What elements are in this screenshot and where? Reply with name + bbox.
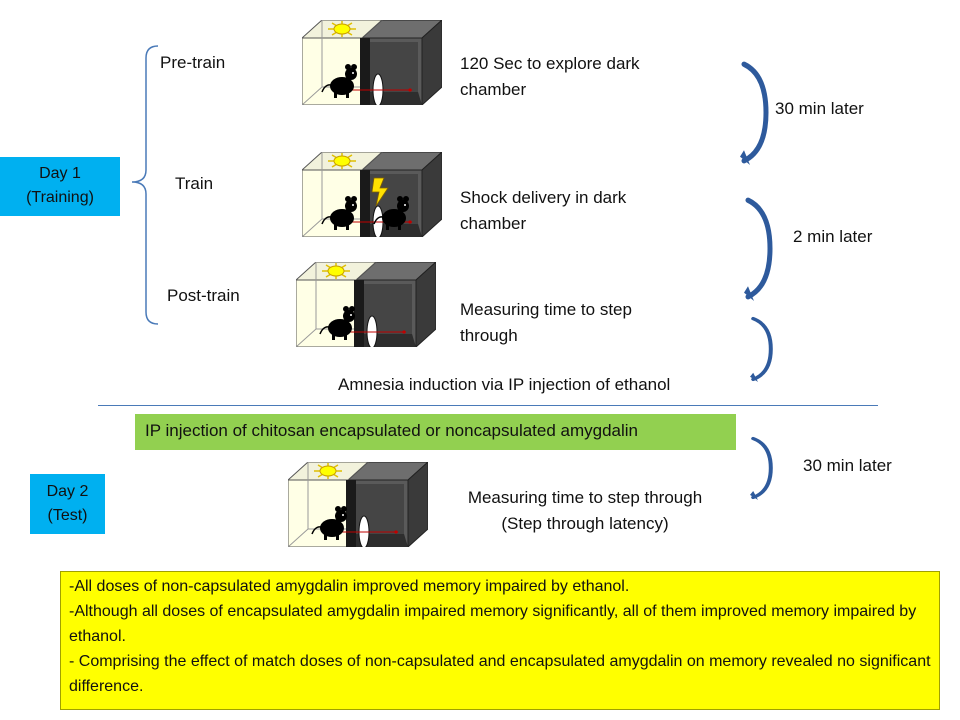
day-divider [98, 405, 878, 406]
phase-train: Train [175, 174, 214, 193]
phase-pretrain: Pre-train [160, 53, 226, 72]
lightning-icon [371, 177, 389, 207]
day2-subtitle: (Test) [47, 507, 88, 524]
day1-subtitle: (Training) [26, 189, 94, 206]
day2-box: Day 2 (Test) [30, 474, 105, 534]
day1-box: Day 1 (Training) [0, 157, 120, 216]
amnesia-label: Amnesia induction via IP injection of et… [338, 375, 671, 394]
apparatus-posttrain [296, 262, 436, 347]
apparatus-pretrain [302, 20, 442, 105]
desc-train: Shock delivery in dark chamber [460, 188, 627, 233]
desc-test-line2: (Step through latency) [501, 514, 669, 533]
desc-pretrain: 120 Sec to explore dark chamber [460, 54, 640, 99]
interval-arrow-4 [750, 436, 773, 500]
apparatus-test [288, 462, 428, 547]
injection-bar: IP injection of chitosan encapsulated or… [135, 414, 736, 450]
interval-label-3: 30 min later [803, 456, 892, 475]
apparatus-train [302, 152, 442, 237]
phase-posttrain: Post-train [167, 286, 240, 305]
training-bracket [131, 45, 159, 325]
interval-arrow-1 [740, 60, 770, 165]
interval-arrow-2 [744, 196, 774, 301]
day1-title: Day 1 [39, 165, 81, 182]
desc-test: Measuring time to step through (Step thr… [440, 485, 730, 537]
desc-test-line1: Measuring time to step through [467, 488, 703, 507]
interval-label-1: 30 min later [775, 99, 864, 118]
conclusion-item: - Comprising the effect of match doses o… [69, 653, 931, 695]
conclusion-item: -Although all doses of encapsulated amyg… [69, 603, 917, 645]
conclusion-item: -All doses of non-capsulated amygdalin i… [69, 578, 630, 595]
conclusions-box: -All doses of non-capsulated amygdalin i… [60, 571, 940, 710]
desc-posttrain: Measuring time to step through [460, 300, 632, 345]
day2-title: Day 2 [46, 483, 89, 500]
interval-label-2: 2 min later [793, 227, 873, 246]
interval-arrow-3 [750, 316, 773, 382]
